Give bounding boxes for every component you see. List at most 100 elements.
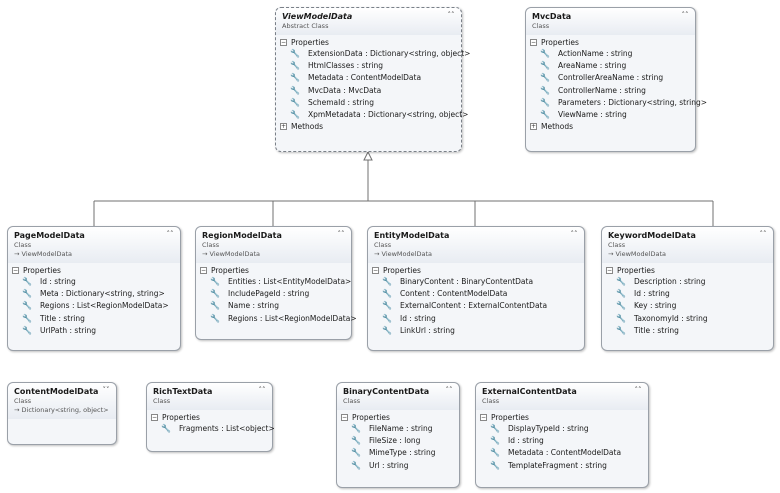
class-title: RegionModelData xyxy=(202,231,282,240)
wrench-icon: 🔧 xyxy=(616,313,626,323)
property-row: 🔧Regions : List<RegionModelData> xyxy=(200,313,357,325)
property-row: 🔧MvcData : MvcData xyxy=(280,85,457,97)
double-chevron-up-icon[interactable]: ˄˄ xyxy=(258,386,266,394)
class-header: BinaryContentData Class ˄˄ xyxy=(337,383,459,410)
expand-toggle-icon[interactable]: + xyxy=(530,123,537,131)
class-box-pagemodeldata[interactable]: PageModelData Class → ViewModelData ˄˄ −… xyxy=(7,226,181,351)
class-title: PageModelData xyxy=(14,231,85,240)
collapse-toggle-icon[interactable]: − xyxy=(200,267,207,274)
wrench-icon: 🔧 xyxy=(540,110,550,120)
wrench-icon: 🔧 xyxy=(22,277,32,286)
property-row: 🔧ViewName : string xyxy=(530,109,691,121)
class-box-viewmodeldata[interactable]: ViewModelData Abstract Class ˄˄ −Propert… xyxy=(275,7,470,152)
properties-header[interactable]: −Properties xyxy=(480,413,529,422)
wrench-icon: 🔧 xyxy=(490,448,500,458)
double-chevron-down-icon[interactable]: ˅˅ xyxy=(102,386,110,394)
property-row: 🔧Description : string xyxy=(606,276,769,288)
class-box-entitymodeldata[interactable]: EntityModelData Class → ViewModelData ˄˄… xyxy=(367,226,585,351)
property-row: 🔧XpmMetadata : Dictionary<string, object… xyxy=(280,109,468,121)
properties-header[interactable]: −Properties xyxy=(200,266,249,275)
property-row: 🔧Regions : List<RegionModelData> xyxy=(12,300,176,312)
double-chevron-up-icon[interactable]: ˄˄ xyxy=(447,11,455,19)
class-box-regionmodeldata[interactable]: RegionModelData Class → ViewModelData ˄˄… xyxy=(195,226,357,340)
wrench-icon: 🔧 xyxy=(540,85,550,95)
wrench-icon: 🔧 xyxy=(290,61,300,71)
class-header: MvcData Class ˄˄ xyxy=(526,8,695,35)
class-title: ContentModelData xyxy=(14,387,99,396)
properties-header[interactable]: −Properties xyxy=(280,38,329,47)
class-box-richtextdata[interactable]: RichTextData Class ˄˄ −Properties 🔧Fragm… xyxy=(146,382,275,452)
properties-header[interactable]: −Properties xyxy=(151,413,200,422)
property-row: 🔧Id : string xyxy=(12,276,176,288)
wrench-icon: 🔧 xyxy=(210,277,220,286)
property-row: 🔧FileName : string xyxy=(341,423,455,435)
class-stereotype: Class xyxy=(14,397,32,405)
class-box-externalcontentdata[interactable]: ExternalContentData Class ˄˄ −Properties… xyxy=(475,382,649,488)
properties-section: −Properties 🔧Id : string 🔧Meta : Diction… xyxy=(8,263,180,337)
property-row: 🔧LinkUrl : string xyxy=(372,325,580,337)
collapse-toggle-icon[interactable]: − xyxy=(280,39,287,46)
properties-section: −Properties 🔧BinaryContent : BinaryConte… xyxy=(368,263,584,337)
wrench-icon: 🔧 xyxy=(382,277,392,286)
collapse-toggle-icon[interactable]: − xyxy=(530,39,537,46)
wrench-icon: 🔧 xyxy=(22,313,32,323)
collapse-toggle-icon[interactable]: − xyxy=(341,414,348,421)
class-title: BinaryContentData xyxy=(343,387,430,396)
property-row: 🔧Key : string xyxy=(606,300,769,312)
class-header: EntityModelData Class → ViewModelData ˄˄ xyxy=(368,227,584,263)
class-box-keywordmodeldata[interactable]: KeywordModelData Class → ViewModelData ˄… xyxy=(601,226,774,351)
collapse-toggle-icon[interactable]: − xyxy=(151,414,158,421)
properties-header[interactable]: −Properties xyxy=(372,266,421,275)
properties-header[interactable]: −Properties xyxy=(606,266,655,275)
class-stereotype: Class xyxy=(608,241,626,249)
collapse-toggle-icon[interactable]: − xyxy=(606,267,613,274)
properties-header[interactable]: −Properties xyxy=(12,266,61,275)
wrench-icon: 🔧 xyxy=(290,110,300,120)
collapse-toggle-icon[interactable]: − xyxy=(480,414,487,421)
property-row: 🔧HtmlClasses : string xyxy=(280,60,457,72)
double-chevron-up-icon[interactable]: ˄˄ xyxy=(166,230,174,238)
double-chevron-up-icon[interactable]: ˄˄ xyxy=(681,11,689,19)
class-stereotype: Abstract Class xyxy=(282,22,329,30)
wrench-icon: 🔧 xyxy=(210,313,220,323)
class-stereotype: Class xyxy=(153,397,171,405)
class-title: MvcData xyxy=(532,12,572,21)
properties-header[interactable]: −Properties xyxy=(341,413,390,422)
class-box-mvcdata[interactable]: MvcData Class ˄˄ −Properties 🔧ActionName… xyxy=(525,7,707,152)
double-chevron-up-icon[interactable]: ˄˄ xyxy=(759,230,767,238)
double-chevron-up-icon[interactable]: ˄˄ xyxy=(445,386,453,394)
wrench-icon: 🔧 xyxy=(540,61,550,71)
expand-toggle-icon[interactable]: + xyxy=(280,123,287,131)
methods-header[interactable]: +Methods xyxy=(280,122,324,132)
class-stereotype: Class xyxy=(343,397,361,405)
wrench-icon: 🔧 xyxy=(22,301,32,311)
class-box-binarycontentdata[interactable]: BinaryContentData Class ˄˄ −Properties 🔧… xyxy=(336,382,460,488)
properties-section: −Properties 🔧Description : string 🔧Id : … xyxy=(602,263,773,337)
wrench-icon: 🔧 xyxy=(382,289,392,299)
wrench-icon: 🔧 xyxy=(490,424,500,433)
properties-header[interactable]: −Properties xyxy=(530,38,579,47)
wrench-icon: 🔧 xyxy=(490,460,500,470)
class-stereotype: Class xyxy=(374,241,392,249)
double-chevron-up-icon[interactable]: ˄˄ xyxy=(570,230,578,238)
collapse-toggle-icon[interactable]: − xyxy=(372,267,379,274)
class-header: ExternalContentData Class ˄˄ xyxy=(476,383,648,410)
double-chevron-up-icon[interactable]: ˄˄ xyxy=(634,386,642,394)
properties-section: −Properties 🔧ExtensionData : Dictionary<… xyxy=(276,35,470,132)
methods-header[interactable]: +Methods xyxy=(530,122,574,132)
wrench-icon: 🔧 xyxy=(290,97,300,107)
property-row: 🔧TaxonomyId : string xyxy=(606,313,769,325)
class-header: KeywordModelData Class → ViewModelData ˄… xyxy=(602,227,773,263)
property-row: 🔧Metadata : ContentModelData xyxy=(480,447,644,459)
property-row: 🔧Content : ContentModelData xyxy=(372,288,580,300)
double-chevron-up-icon[interactable]: ˄˄ xyxy=(337,230,345,238)
property-row: 🔧Url : string xyxy=(341,460,455,472)
wrench-icon: 🔧 xyxy=(616,277,626,286)
base-class-label: → ViewModelData xyxy=(374,250,432,258)
collapse-toggle-icon[interactable]: − xyxy=(12,267,19,274)
wrench-icon: 🔧 xyxy=(22,325,32,335)
property-row: 🔧Meta : Dictionary<string, string> xyxy=(12,288,176,300)
class-box-contentmodeldata[interactable]: ContentModelData Class → Dictionary<stri… xyxy=(7,382,117,445)
class-stereotype: Class xyxy=(482,397,500,405)
property-row: 🔧ActionName : string xyxy=(530,48,691,60)
